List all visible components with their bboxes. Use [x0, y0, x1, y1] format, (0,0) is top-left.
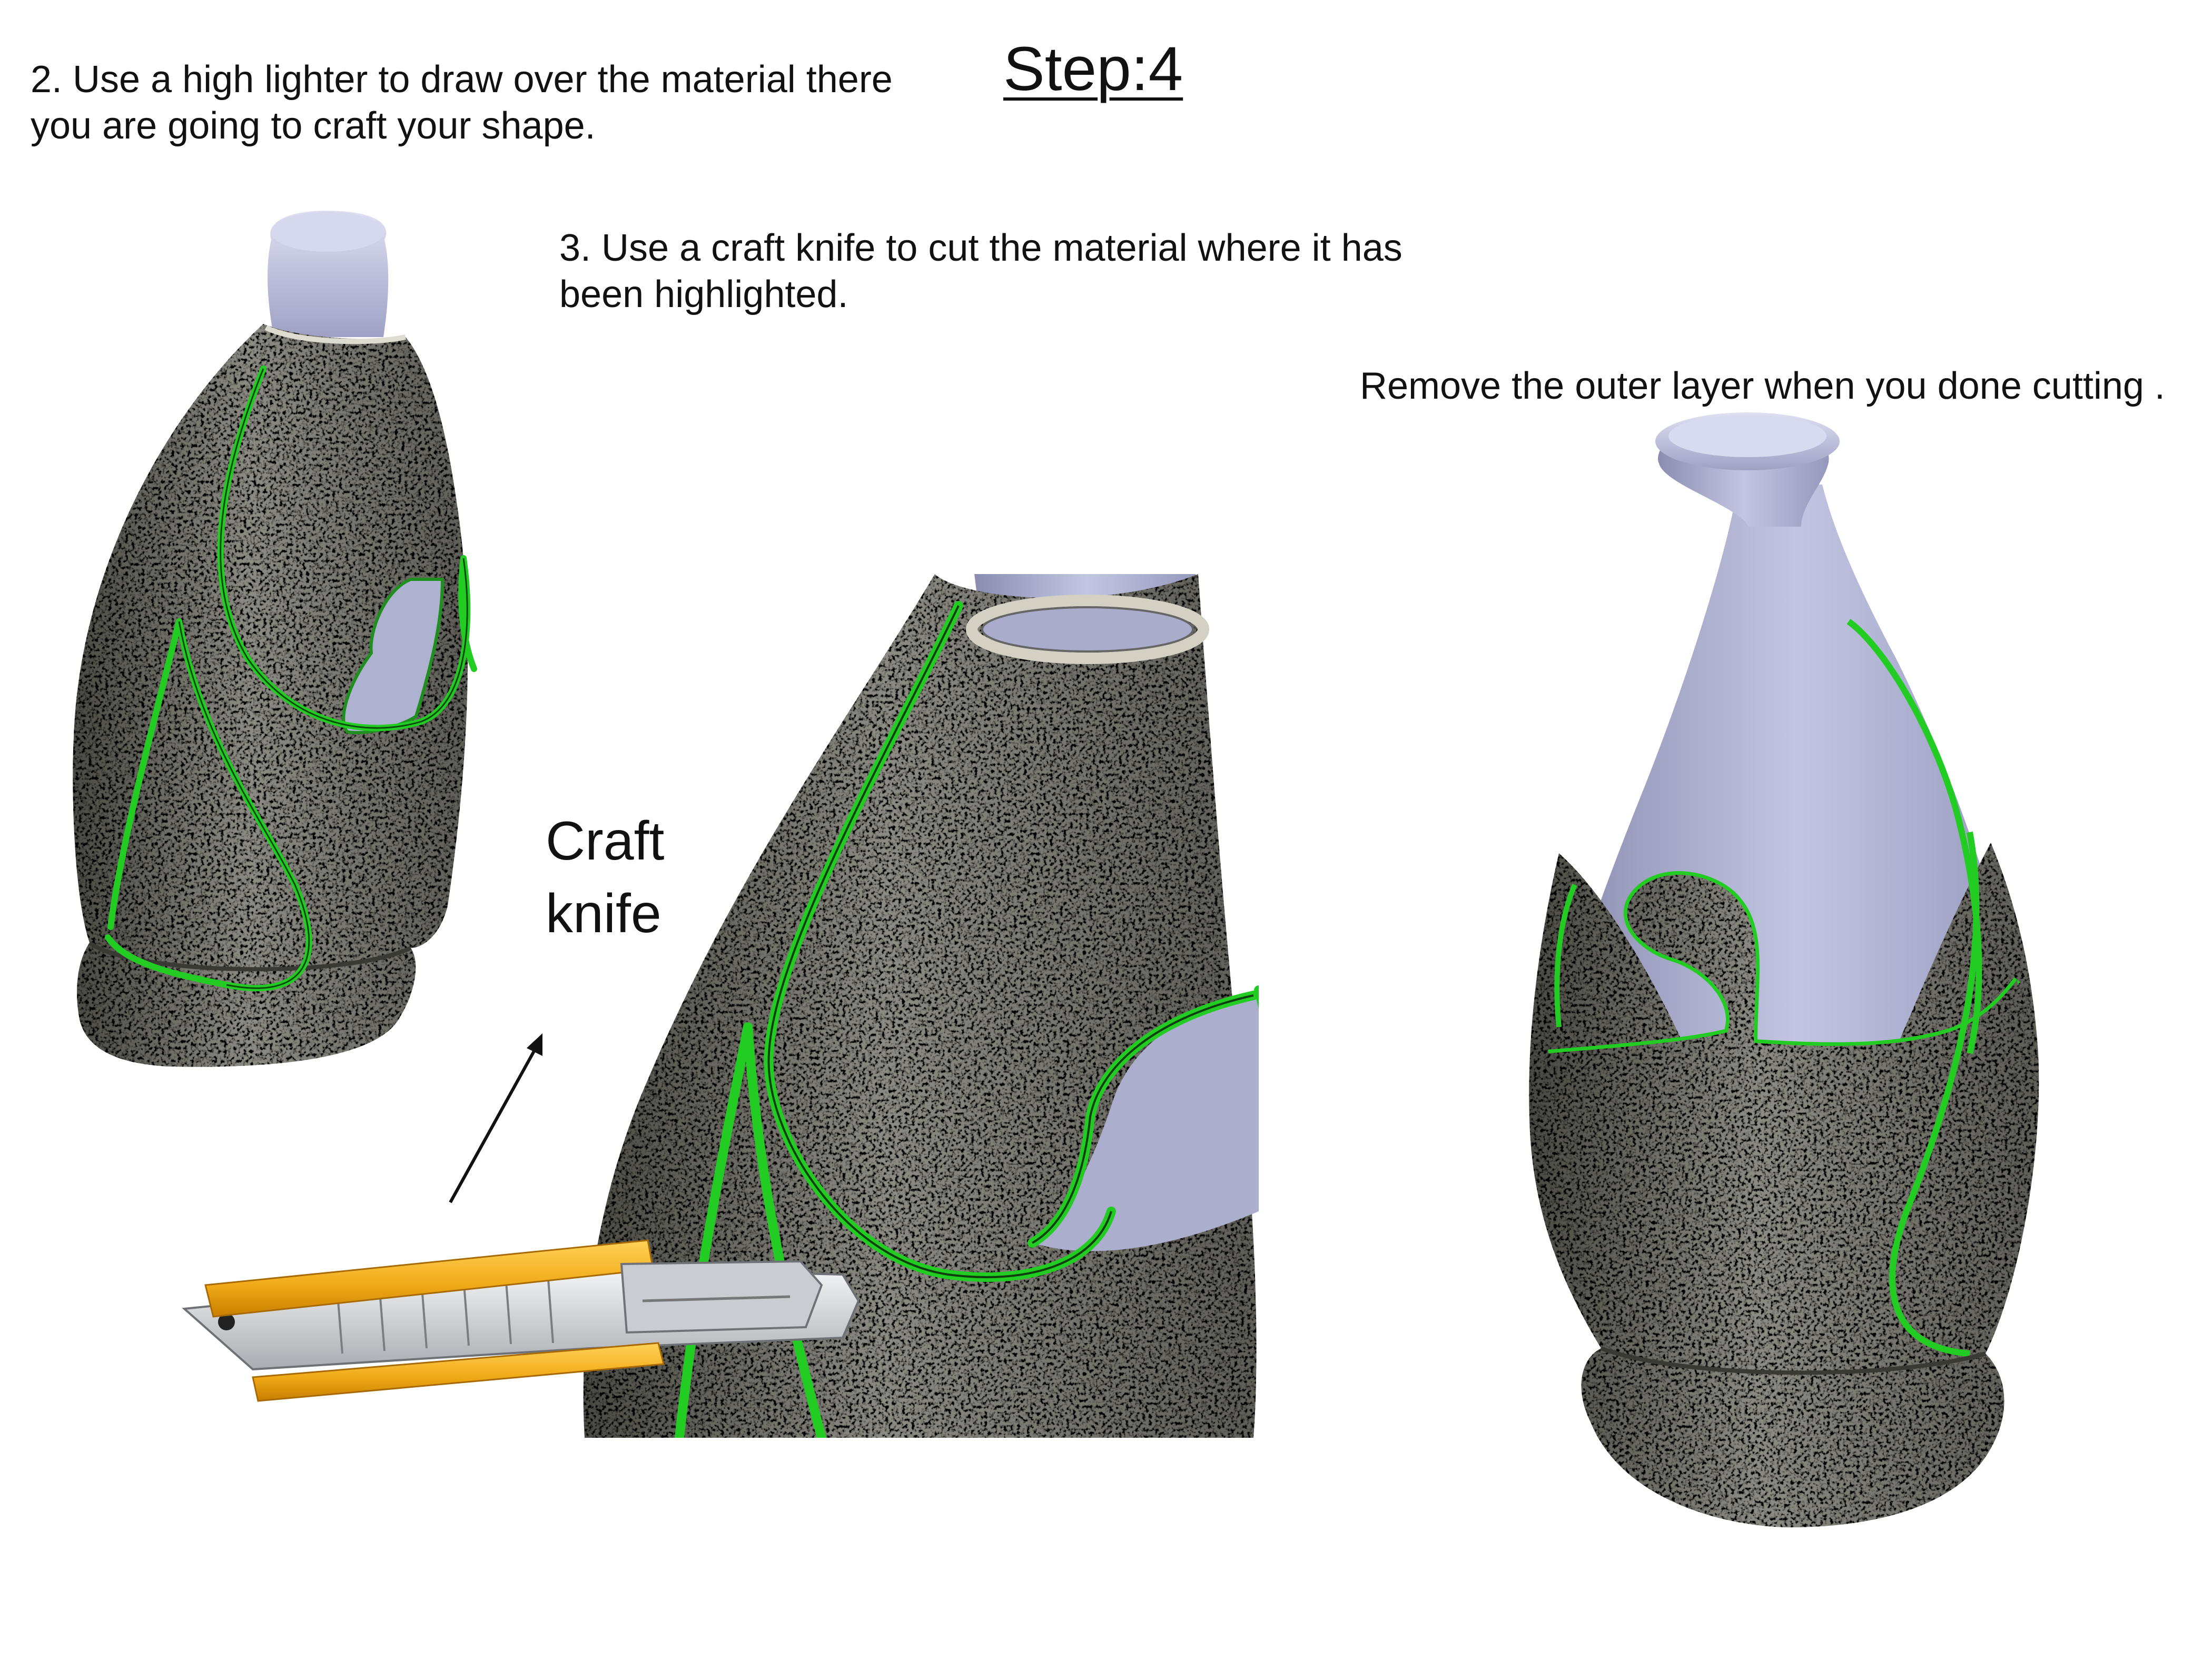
instruction-step-3: 3. Use a craft knife to cut the material…: [559, 227, 1403, 315]
craft-knife-illustration: [182, 1239, 860, 1402]
page-title: Step:4: [1003, 34, 1183, 104]
vase-finished-illustration: [1529, 412, 2039, 1527]
pointer-arrow: [449, 1033, 542, 1203]
craft-knife-label-line1: Craft: [546, 811, 665, 872]
vase-highlighted-illustration: [73, 211, 477, 1067]
instruction-step-2: 2. Use a high lighter to draw over the m…: [31, 58, 893, 147]
vase-zoom-cutting-illustration: [583, 574, 1259, 1438]
craft-knife-label: Craft knife: [546, 805, 756, 951]
craft-knife-label-line2: knife: [546, 883, 661, 945]
instruction-remove-outer-layer: Remove the outer layer when you done cut…: [1360, 365, 2165, 407]
